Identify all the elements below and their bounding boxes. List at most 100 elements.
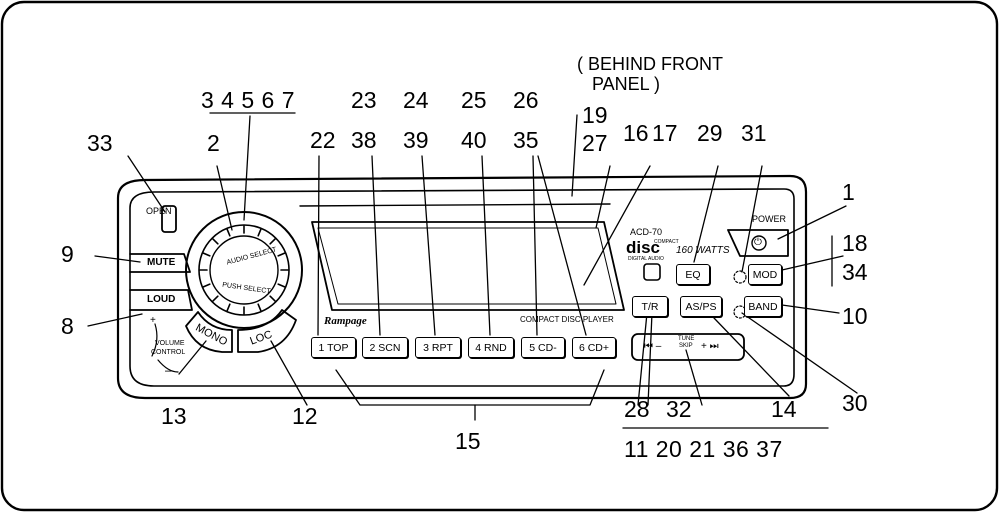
callout-11-20-21-36-37: 11 20 21 36 37: [624, 436, 783, 462]
callout-22: 22: [310, 127, 336, 153]
callout-8: 8: [61, 313, 74, 339]
power-knob-shape: [751, 235, 767, 251]
callout-29: 29: [697, 120, 723, 146]
digital-audio-label: DIGITAL AUDIO: [628, 256, 664, 262]
compact-label: COMPACT: [654, 239, 679, 245]
volume-knob[interactable]: [238, 263, 250, 275]
band-button[interactable]: BAND: [744, 296, 782, 317]
knob-grip-mark: [226, 228, 231, 237]
loud-button[interactable]: LOUD: [147, 294, 176, 305]
knob-grip-mark: [212, 238, 219, 245]
callout-2: 2: [207, 130, 220, 156]
knob-grip-mark: [257, 303, 262, 312]
callout-10: 10: [842, 303, 868, 329]
knob-grip-mark: [226, 303, 231, 312]
callout-27: 27: [582, 130, 608, 156]
callout-38: 38: [351, 127, 377, 153]
knob-grip-mark: [202, 283, 211, 288]
tune-label: TUNE: [678, 336, 695, 342]
skip-label: SKIP: [679, 343, 693, 349]
callout-13: 13: [161, 403, 187, 429]
callout-26: 26: [513, 87, 539, 113]
callout-15: 15: [455, 428, 481, 454]
power-button[interactable]: ⏻: [754, 237, 762, 248]
open-button-shape: [161, 205, 177, 233]
top-edge: [299, 203, 611, 207]
callout-32: 32: [666, 396, 692, 422]
seek-back-button[interactable]: ⏮ –: [644, 341, 662, 352]
indicator-31: [733, 270, 747, 284]
volume-minus: –: [165, 363, 172, 377]
sensor-square: [643, 263, 661, 281]
display-window: [311, 221, 625, 311]
preset-bracket: [335, 369, 605, 406]
callout-3-4-5-6-7: 3 4 5 6 7: [201, 87, 296, 113]
power-label: POWER: [752, 214, 787, 224]
tune-rocker-shape: [631, 333, 745, 361]
callout-39: 39: [403, 127, 429, 153]
compact-disc-player-label: COMPACT DISC PLAYER: [520, 315, 614, 324]
preset-4-rnd-button[interactable]: 4 RND: [468, 337, 514, 358]
mono-key-shape: [185, 311, 233, 353]
preset-1-top-button[interactable]: 1 TOP: [311, 337, 356, 358]
faceplate-inner: [129, 188, 795, 387]
preset-2-scn-button[interactable]: 2 SCN: [362, 337, 408, 358]
callout-35: 35: [513, 127, 539, 153]
knob-grip-mark: [277, 252, 286, 257]
brand-logo: Rampage: [324, 315, 367, 327]
mute-button[interactable]: MUTE: [147, 257, 176, 268]
callout-33: 33: [87, 130, 113, 156]
loud-key-shape: [129, 289, 193, 311]
open-label: OPEN: [146, 206, 172, 216]
preset-3-rpt-button[interactable]: 3 RPT: [415, 337, 461, 358]
mod-button[interactable]: MOD: [748, 264, 782, 285]
callout-12: 12: [292, 403, 318, 429]
callout-40: 40: [461, 127, 487, 153]
volume-label: VOLUME: [155, 340, 185, 347]
behind-panel-line1: ( BEHIND FRONT: [577, 54, 723, 74]
knob-center: [209, 235, 279, 305]
callout-9: 9: [61, 241, 74, 267]
callout-31: 31: [741, 120, 767, 146]
asps-button[interactable]: AS/PS: [680, 296, 722, 317]
callout-25: 25: [461, 87, 487, 113]
power-housing: [727, 229, 789, 257]
volume-arc-bottom: [157, 359, 179, 373]
callout-19: 19: [582, 102, 608, 128]
volume-plus: +: [150, 315, 156, 326]
callout-1: 1: [842, 179, 855, 205]
knob-grip-mark: [269, 295, 276, 302]
eq-button[interactable]: EQ: [676, 264, 710, 285]
display-window-inner: [317, 227, 617, 305]
knob-grip-mark: [277, 283, 286, 288]
faceplate-outer: [116, 174, 808, 400]
preset-6-cd-plus-button[interactable]: 6 CD+: [572, 337, 616, 358]
callout-23: 23: [351, 87, 377, 113]
preset-5-cd-minus-button[interactable]: 5 CD-: [521, 337, 565, 358]
tr-button[interactable]: T/R: [632, 296, 668, 317]
behind-panel-line2: PANEL ): [592, 74, 661, 94]
leader-lines: [87, 112, 858, 429]
callout-17: 17: [652, 120, 678, 146]
callout-30: 30: [842, 390, 868, 416]
mute-key-shape: [129, 253, 191, 273]
knob-grip-mark: [269, 238, 276, 245]
control-label: CONTROL: [151, 349, 186, 356]
callout-24: 24: [403, 87, 429, 113]
watts-label: 160 WATTS: [676, 245, 730, 256]
callout-16: 16: [623, 120, 649, 146]
knob-ring: [198, 224, 290, 316]
disc-logo: disc: [626, 238, 661, 257]
callout-28: 28: [624, 396, 650, 422]
knob-grip-mark: [257, 228, 262, 237]
callout-14: 14: [771, 396, 797, 422]
knob-grip-mark: [212, 295, 219, 302]
model-label: ACD-70: [630, 227, 663, 237]
volume-arc-top: [151, 323, 158, 357]
knob-grip-mark: [202, 252, 211, 257]
callout-18: 18: [842, 230, 868, 256]
seek-forward-button[interactable]: + ⏭: [701, 341, 719, 352]
